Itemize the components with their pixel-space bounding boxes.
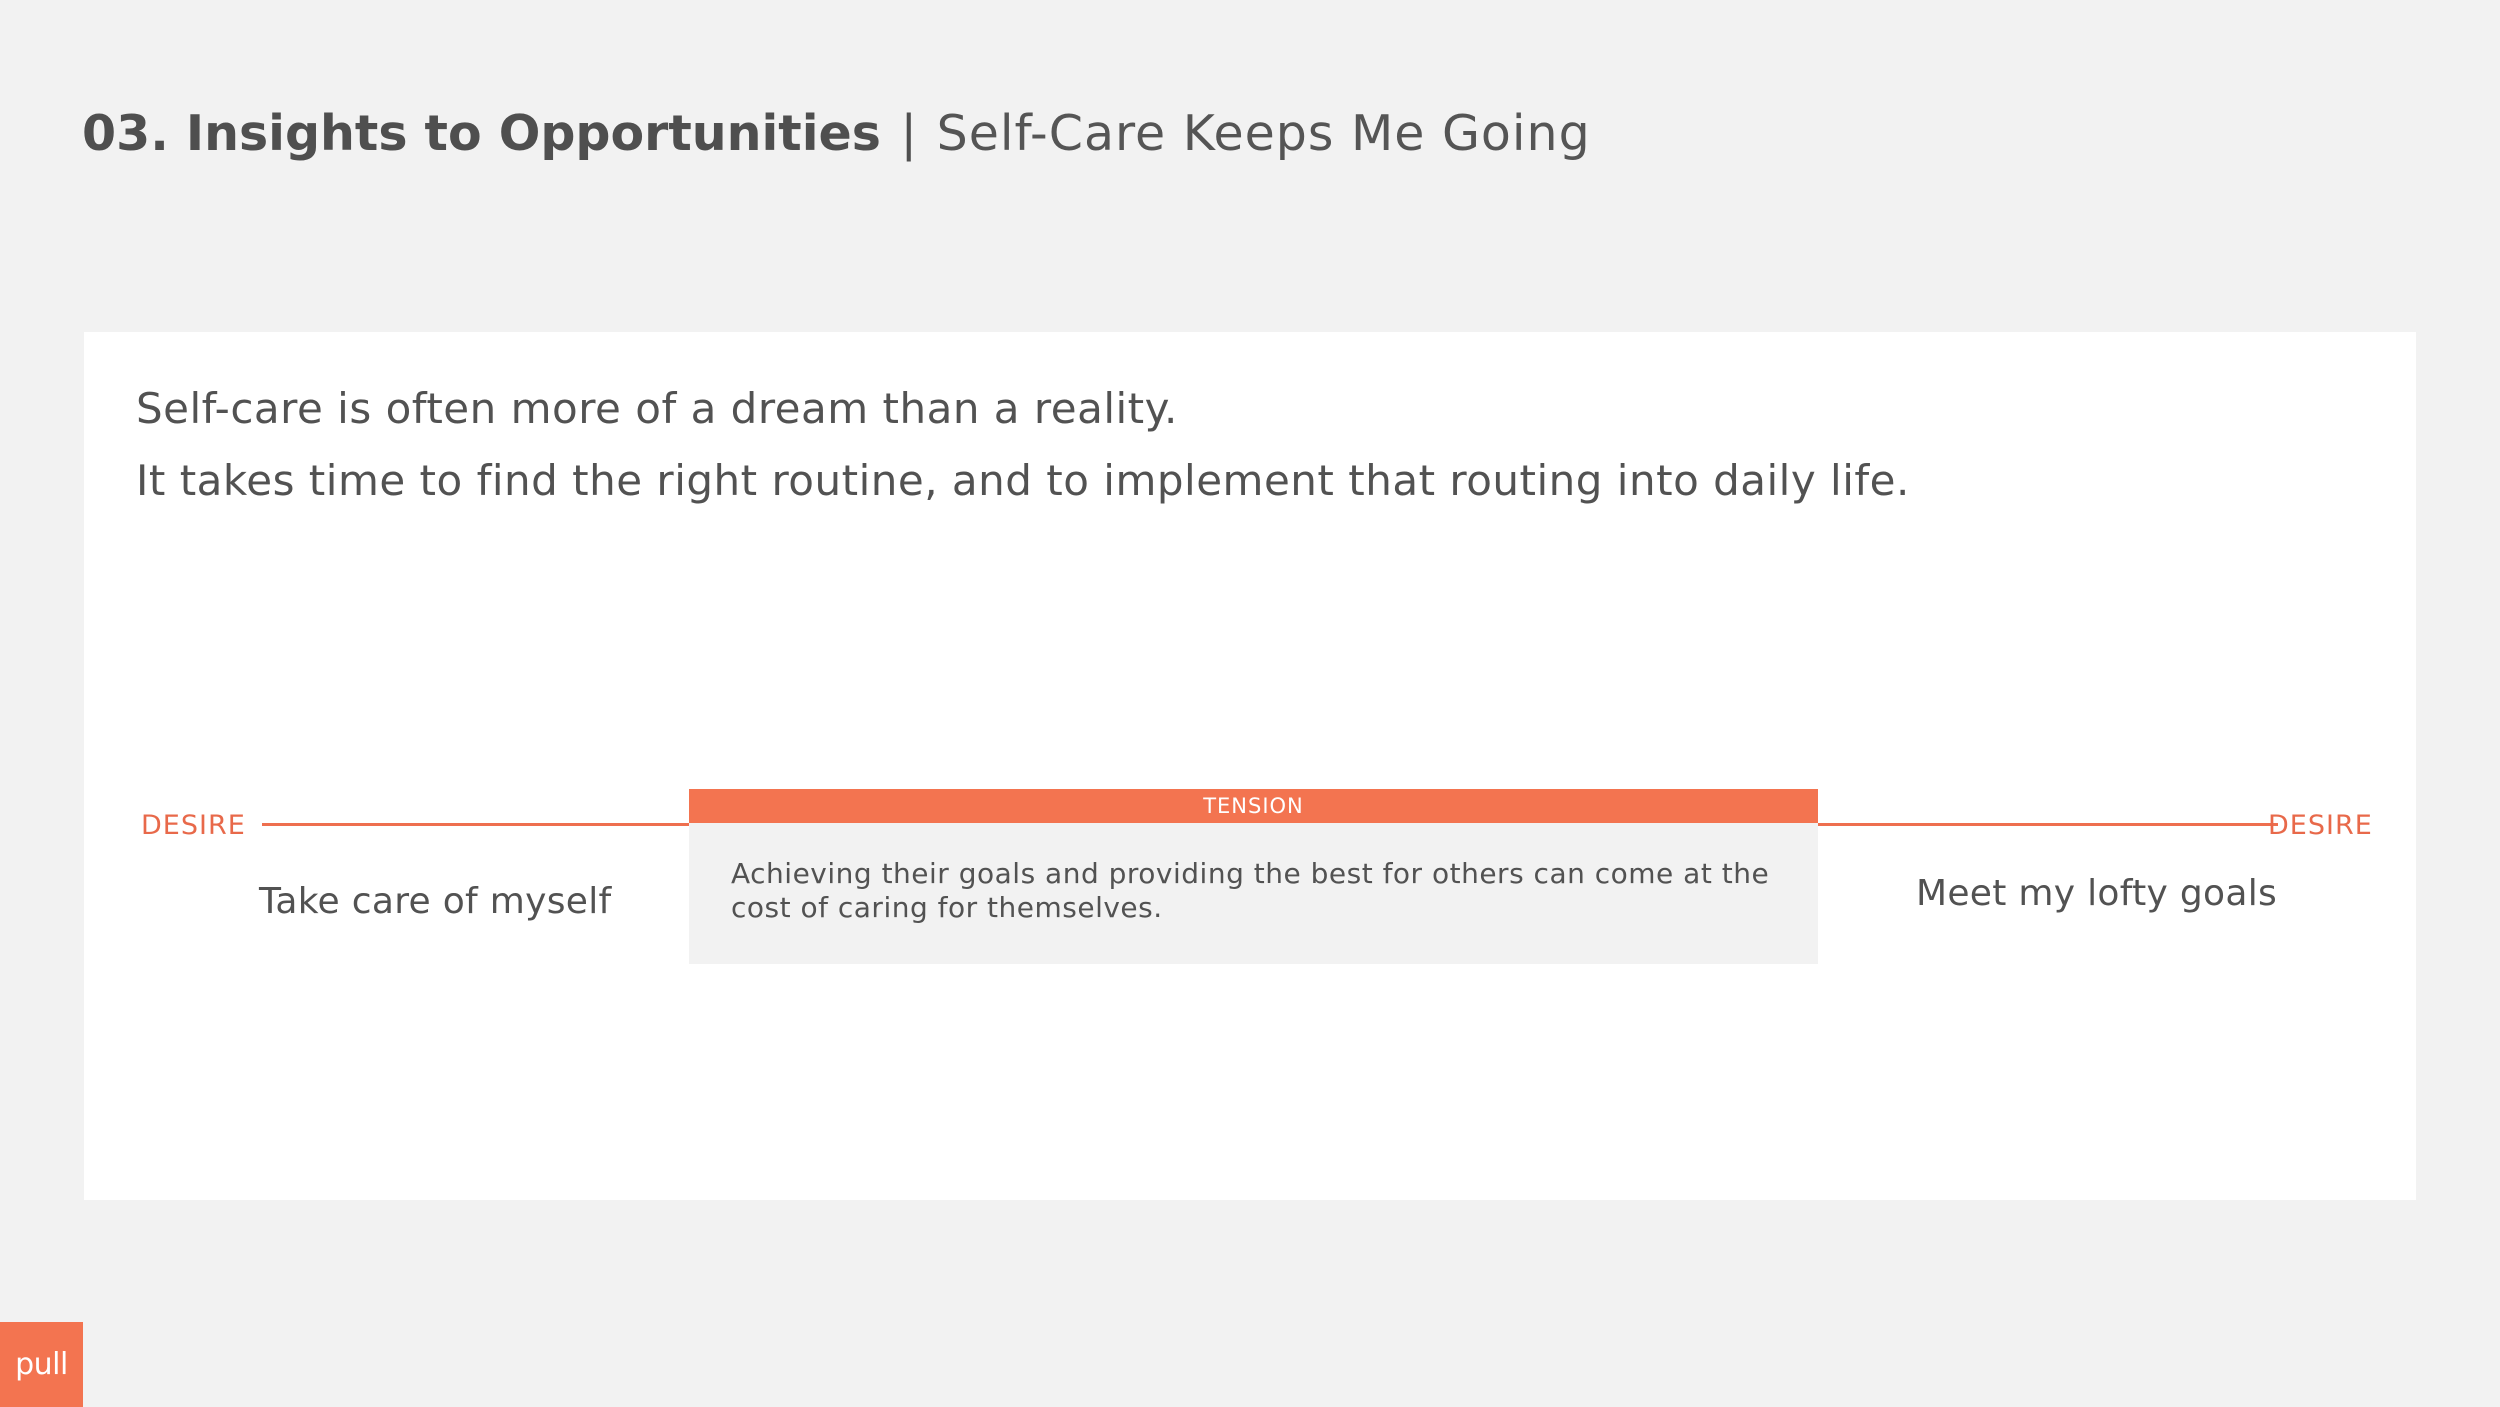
left-axis-line: [262, 823, 830, 826]
right-axis-line: [1818, 823, 2278, 826]
left-desire-label: DESIRE: [141, 810, 246, 841]
insight-statement-2: It takes time to find the right routine,…: [136, 456, 1910, 505]
tension-description: Achieving their goals and providing the …: [731, 857, 1770, 924]
logo-text: pull: [15, 1346, 68, 1382]
page-subtitle: Self-Care Keeps Me Going: [936, 105, 1591, 162]
tension-box: Achieving their goals and providing the …: [689, 823, 1818, 964]
pull-logo: pull: [0, 1322, 83, 1407]
left-desire-text: Take care of myself: [259, 881, 612, 922]
tension-header: TENSION: [689, 789, 1818, 823]
title-separator: |: [900, 105, 918, 162]
right-desire-text: Meet my lofty goals: [1916, 873, 2278, 914]
right-desire-label: DESIRE: [2268, 810, 2373, 841]
page-title-section: 03. Insights to Opportunities: [82, 105, 881, 162]
page-title: 03. Insights to Opportunities | Self-Car…: [82, 100, 1591, 168]
insight-card: Self-care is often more of a dream than …: [84, 332, 2416, 1200]
insight-statement-1: Self-care is often more of a dream than …: [136, 384, 1178, 433]
